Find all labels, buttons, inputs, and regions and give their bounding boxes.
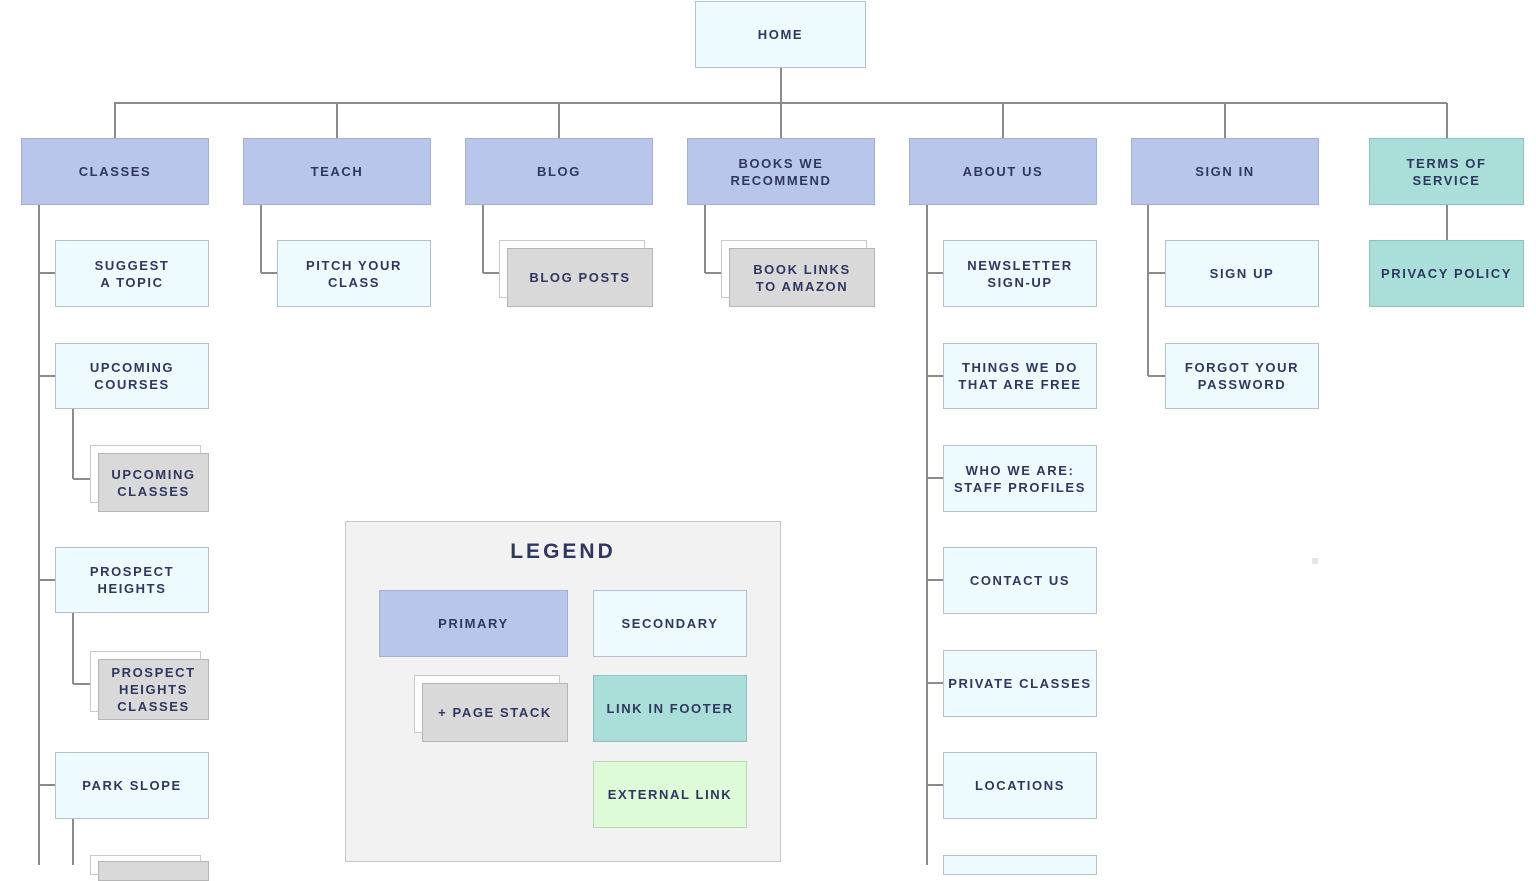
node-upcoming-courses: UPCOMING COURSES — [55, 343, 209, 409]
node-staff-profiles: WHO WE ARE: STAFF PROFILES — [943, 445, 1097, 512]
node-blog: BLOG — [465, 138, 653, 205]
node-newsletter-sign-up: NEWSLETTER SIGN-UP — [943, 240, 1097, 307]
legend-external-link: EXTERNAL LINK — [593, 761, 747, 828]
node-contact-us: CONTACT US — [943, 547, 1097, 614]
node-privacy-policy: PRIVACY POLICY — [1369, 240, 1524, 307]
legend-title: LEGEND — [510, 540, 616, 563]
node-terms-of-service: TERMS OF SERVICE — [1369, 138, 1524, 205]
node-upcoming-classes: UPCOMING CLASSES — [98, 453, 209, 512]
node-blog-posts: BLOG POSTS — [507, 248, 653, 307]
page-stack-partial — [98, 861, 209, 881]
node-park-slope: PARK SLOPE — [55, 752, 209, 819]
node-private-classes: PRIVATE CLASSES — [943, 650, 1097, 717]
stray-dot — [1312, 558, 1318, 564]
node-forgot-password: FORGOT YOUR PASSWORD — [1165, 343, 1319, 409]
node-books-we-recommend: BOOKS WE RECOMMEND — [687, 138, 875, 205]
node-prospect-heights-classes: PROSPECT HEIGHTS CLASSES — [98, 659, 209, 720]
legend-page-stack: + PAGE STACK — [422, 683, 568, 742]
node-things-we-do-free: THINGS WE DO THAT ARE FREE — [943, 343, 1097, 409]
legend-link-in-footer: LINK IN FOOTER — [593, 675, 747, 742]
legend-primary: PRIMARY — [379, 590, 568, 657]
node-teach: TEACH — [243, 138, 431, 205]
node-sign-in: SIGN IN — [1131, 138, 1319, 205]
node-about-us: ABOUT US — [909, 138, 1097, 205]
node-locations: LOCATIONS — [943, 752, 1097, 819]
node-prospect-heights: PROSPECT HEIGHTS — [55, 547, 209, 613]
legend-secondary: SECONDARY — [593, 590, 747, 657]
node-book-links-to-amazon: BOOK LINKS TO AMAZON — [729, 248, 875, 307]
node-partial — [943, 855, 1097, 875]
node-suggest-a-topic: SUGGEST A TOPIC — [55, 240, 209, 307]
node-classes: CLASSES — [21, 138, 209, 205]
home-node: HOME — [695, 1, 866, 68]
node-sign-up: SIGN UP — [1165, 240, 1319, 307]
node-pitch-your-class: PITCH YOUR CLASS — [277, 240, 431, 307]
